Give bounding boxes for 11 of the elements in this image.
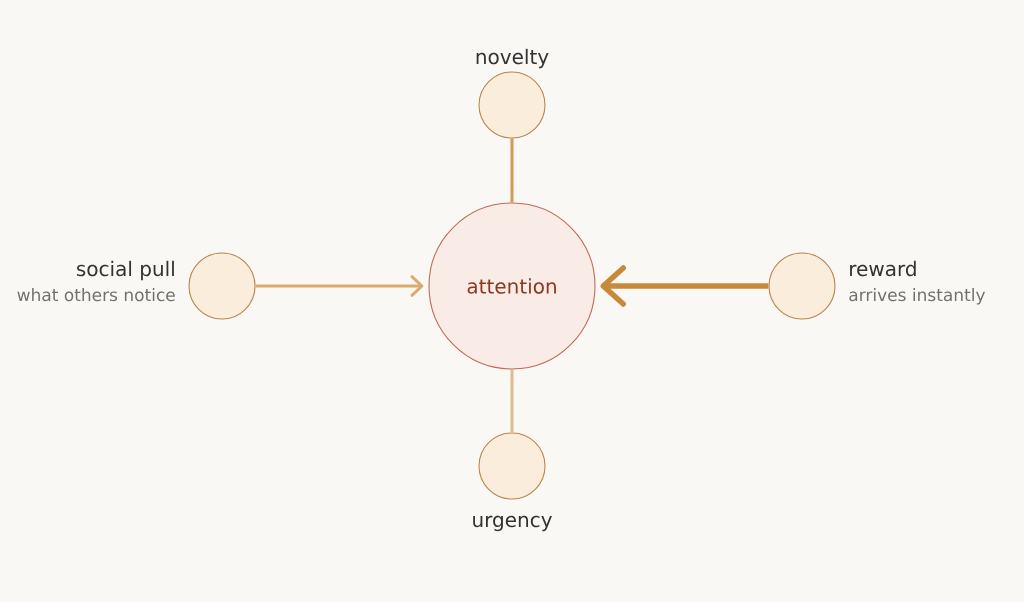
node-label: social pull [76,260,174,281]
circle-node: attention [428,202,596,370]
arrow [255,275,424,297]
connector-line [510,369,514,433]
node-label: novelty [476,48,549,69]
node-caption: what others notice [17,288,175,302]
node-caption: arrives instantly [849,288,986,305]
node-label: reward [850,260,916,277]
arrow [600,265,769,307]
node-label: urgency [473,515,552,532]
connector-line [510,138,514,203]
